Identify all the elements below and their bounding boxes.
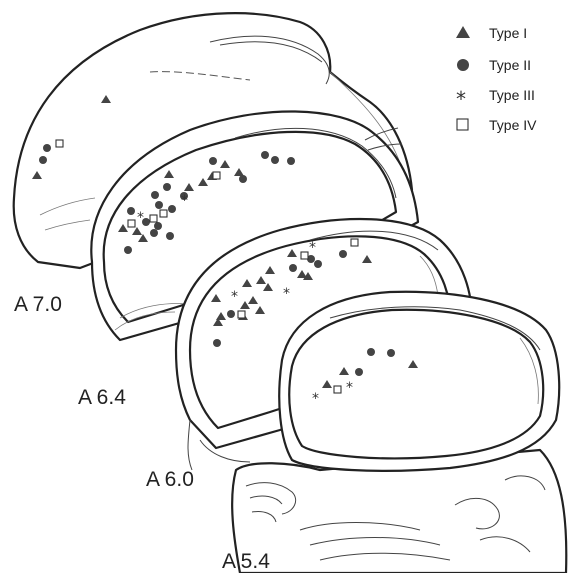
type-ii-marker — [39, 156, 47, 164]
section-label-a70: A 7.0 — [14, 293, 62, 316]
type-ii-marker — [355, 368, 363, 376]
type-iv-marker — [150, 215, 157, 222]
type-ii-marker — [213, 339, 221, 347]
type-ii-marker — [168, 205, 176, 213]
type-iv-marker — [301, 252, 308, 259]
type-ii-marker — [289, 264, 297, 272]
legend-item-type-i: Type I — [456, 25, 527, 41]
section-label-a64: A 6.4 — [78, 386, 126, 409]
legend-label: Type III — [489, 87, 535, 103]
type-ii-marker — [151, 191, 159, 199]
type-iii-marker: * — [137, 210, 144, 226]
type-ii-marker — [314, 260, 322, 268]
type-ii-marker — [339, 250, 347, 258]
type-ii-marker — [150, 229, 158, 237]
type-ii-marker — [271, 156, 279, 164]
type-ii-marker — [287, 157, 295, 165]
type-ii-marker — [155, 201, 163, 209]
section-label-a60: A 6.0 — [146, 468, 194, 491]
type-iv-marker — [351, 239, 358, 246]
type-iii-marker: * — [283, 286, 290, 302]
star-icon: * — [456, 87, 466, 111]
circle-icon — [457, 59, 469, 71]
type-ii-marker — [124, 246, 132, 254]
type-ii-marker — [367, 348, 375, 356]
type-iv-marker — [213, 172, 220, 179]
type-iii-marker: * — [312, 391, 319, 407]
type-iv-marker — [334, 386, 341, 393]
type-iv-marker — [56, 140, 63, 147]
legend-item-type-iii: * Type III — [456, 87, 535, 111]
type-ii-marker — [43, 144, 51, 152]
type-ii-marker — [387, 349, 395, 357]
section-label-a54: A 5.4 — [222, 550, 270, 573]
legend-item-type-ii: Type II — [457, 57, 531, 73]
type-ii-marker — [239, 175, 247, 183]
type-ii-marker — [261, 151, 269, 159]
type-ii-marker — [127, 207, 135, 215]
type-iii-marker: * — [309, 240, 316, 256]
legend-item-type-iv: Type IV — [457, 117, 537, 133]
triangle-icon — [456, 26, 470, 38]
type-ii-marker — [154, 222, 162, 230]
type-iv-marker — [160, 210, 167, 217]
legend-label: Type I — [489, 25, 527, 41]
square-icon — [457, 119, 468, 130]
legend-label: Type IV — [489, 117, 537, 133]
type-ii-marker — [163, 183, 171, 191]
type-iii-marker: * — [231, 289, 238, 305]
type-iii-marker: * — [181, 193, 188, 209]
legend: Type I Type II * Type III Type IV — [456, 25, 537, 133]
legend-label: Type II — [489, 57, 531, 73]
type-iv-marker — [238, 311, 245, 318]
type-ii-marker — [209, 157, 217, 165]
type-iv-marker — [128, 220, 135, 227]
type-ii-marker — [166, 232, 174, 240]
type-ii-marker — [227, 310, 235, 318]
type-iii-marker: * — [346, 380, 353, 396]
